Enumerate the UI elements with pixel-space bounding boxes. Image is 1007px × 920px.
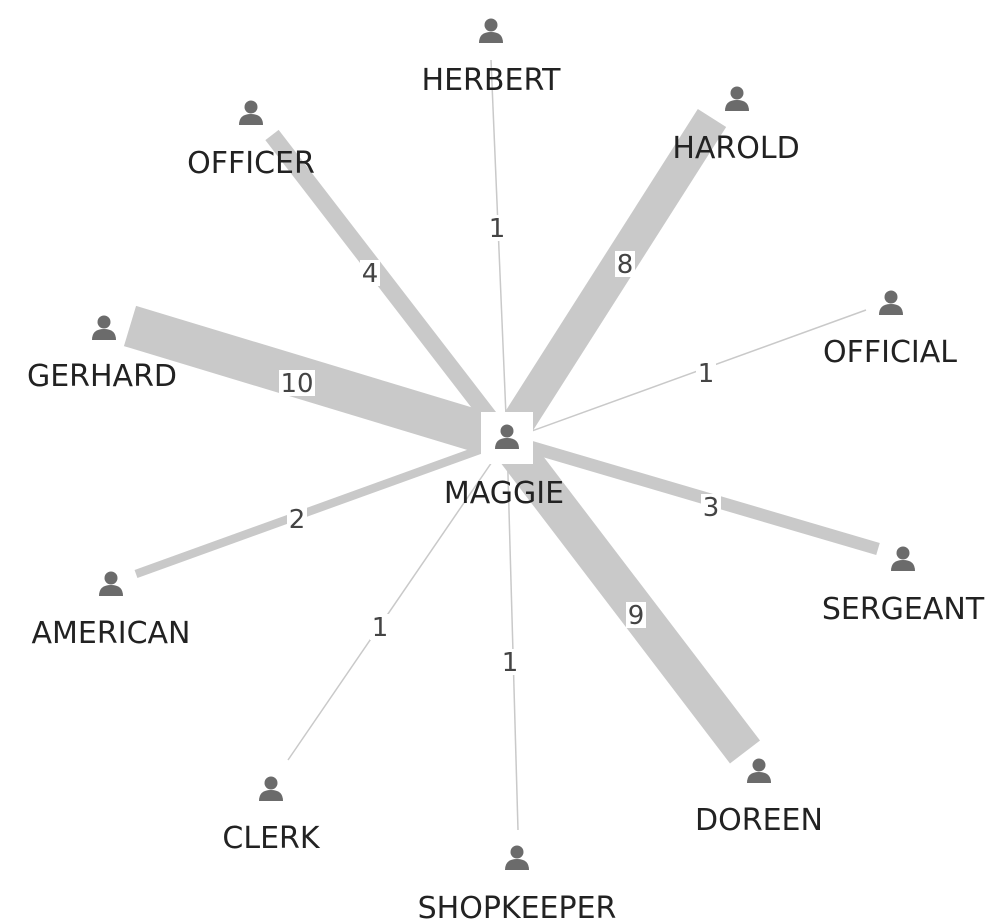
- node-label: SERGEANT: [822, 592, 985, 627]
- edge-officer: [265, 129, 514, 446]
- edge-harold: [492, 108, 727, 450]
- edge-weight-text: 3: [703, 493, 720, 523]
- edge-weight-text: 1: [502, 648, 519, 678]
- edge-weight-bg: [615, 251, 635, 277]
- edge-weight-label-officer: 4: [360, 259, 380, 289]
- person-icon-head: [510, 845, 524, 859]
- edge-sergeant: [505, 433, 880, 556]
- node-label: MAGGIE: [444, 476, 564, 511]
- edge-weight-bg: [360, 260, 380, 286]
- edge-weight-bg: [370, 614, 390, 640]
- person-icon-body: [259, 790, 283, 801]
- edge-weight-label-gerhard: 10: [279, 369, 315, 399]
- person-icon-head: [896, 546, 910, 560]
- edge-clerk: [287, 439, 508, 761]
- node-american[interactable]: AMERICAN: [32, 571, 191, 652]
- person-icon-body: [479, 32, 503, 43]
- edge-herbert: [490, 59, 508, 441]
- edge-weight-label-harold: 8: [615, 250, 635, 280]
- node-label: CLERK: [222, 821, 320, 856]
- person-icon: [99, 571, 123, 596]
- edge-weight-text: 8: [617, 250, 634, 280]
- person-icon: [879, 290, 903, 315]
- person-icon: [891, 546, 915, 571]
- edge-weight-label-official: 1: [696, 359, 716, 389]
- node-label: DOREEN: [695, 803, 823, 838]
- edge-shopkeeper: [506, 439, 519, 831]
- person-icon-head: [500, 424, 514, 438]
- edge-weight-label-shopkeeper: 1: [500, 648, 520, 678]
- person-icon: [239, 100, 263, 125]
- node-shopkeeper[interactable]: SHOPKEEPER: [418, 845, 617, 920]
- person-icon-body: [239, 114, 263, 125]
- node-clerk[interactable]: CLERK: [222, 776, 321, 857]
- edge-weight-bg: [500, 649, 520, 675]
- node-harold[interactable]: HAROLD: [672, 86, 800, 167]
- edges-layer: 1 8 4 1 10 3 2 1 1 9: [123, 59, 880, 831]
- edge-weight-label-herbert: 1: [487, 214, 507, 244]
- person-icon-body: [495, 438, 519, 449]
- edge-weight-text: 1: [489, 214, 506, 244]
- person-icon-head: [484, 18, 498, 32]
- edge-weight-label-american: 2: [287, 505, 307, 535]
- edge-weight-bg: [696, 360, 716, 386]
- node-doreen[interactable]: DOREEN: [695, 758, 823, 839]
- person-icon-body: [879, 304, 903, 315]
- person-icon: [259, 776, 283, 801]
- person-icon-body: [99, 585, 123, 596]
- edge-weight-bg: [279, 370, 315, 396]
- node-label: AMERICAN: [32, 616, 191, 651]
- node-gerhard[interactable]: GERHARD: [27, 315, 177, 395]
- person-icon-body: [505, 859, 529, 870]
- person-icon-head: [264, 776, 278, 790]
- node-label: SHOPKEEPER: [418, 891, 617, 920]
- node-maggie[interactable]: MAGGIE: [444, 412, 564, 511]
- person-icon-head: [752, 758, 766, 772]
- person-icon: [747, 758, 771, 783]
- edge-weight-label-clerk: 1: [370, 613, 390, 643]
- person-icon: [495, 424, 519, 449]
- node-herbert[interactable]: HERBERT: [422, 18, 562, 99]
- person-icon-body: [747, 772, 771, 783]
- node-label: HAROLD: [672, 131, 799, 166]
- node-label: HERBERT: [422, 63, 562, 98]
- person-icon-body: [891, 560, 915, 571]
- node-official[interactable]: OFFICIAL: [823, 290, 957, 371]
- person-icon: [725, 86, 749, 111]
- edge-weight-bg: [701, 494, 721, 520]
- person-icon: [479, 18, 503, 43]
- edge-weight-bg: [626, 602, 646, 628]
- edge-weight-label-doreen: 9: [626, 601, 646, 631]
- person-icon-head: [730, 86, 744, 100]
- node-sergeant[interactable]: SERGEANT: [822, 546, 985, 628]
- person-icon-head: [244, 100, 258, 114]
- nodes-layer: MAGGIE HERBERT HAROLD OFFICER OFFICIAL GERHAR…: [27, 18, 985, 920]
- edge-weight-bg: [487, 215, 507, 241]
- person-icon-head: [884, 290, 898, 304]
- node-label: OFFICIAL: [823, 335, 957, 370]
- person-icon-head: [104, 571, 118, 585]
- edge-gerhard: [123, 305, 514, 461]
- edge-weight-text: 9: [628, 601, 645, 631]
- edge-weight-text: 1: [698, 359, 715, 389]
- node-officer[interactable]: OFFICER: [187, 100, 315, 182]
- edge-doreen: [491, 428, 761, 764]
- edge-weight-text: 10: [280, 369, 313, 399]
- person-icon-body: [92, 329, 116, 340]
- node-label: OFFICER: [187, 146, 315, 181]
- edge-american: [134, 436, 509, 578]
- edge-weight-text: 1: [372, 613, 389, 643]
- person-icon: [92, 315, 116, 340]
- edge-weight-label-sergeant: 3: [701, 493, 721, 523]
- edge-official: [506, 309, 867, 441]
- edge-weight-text: 2: [289, 505, 306, 535]
- person-icon-body: [725, 100, 749, 111]
- node-label: GERHARD: [27, 359, 177, 394]
- edge-weight-text: 4: [362, 259, 379, 289]
- person-icon: [505, 845, 529, 870]
- edge-weight-bg: [287, 506, 307, 532]
- person-icon-head: [97, 315, 111, 329]
